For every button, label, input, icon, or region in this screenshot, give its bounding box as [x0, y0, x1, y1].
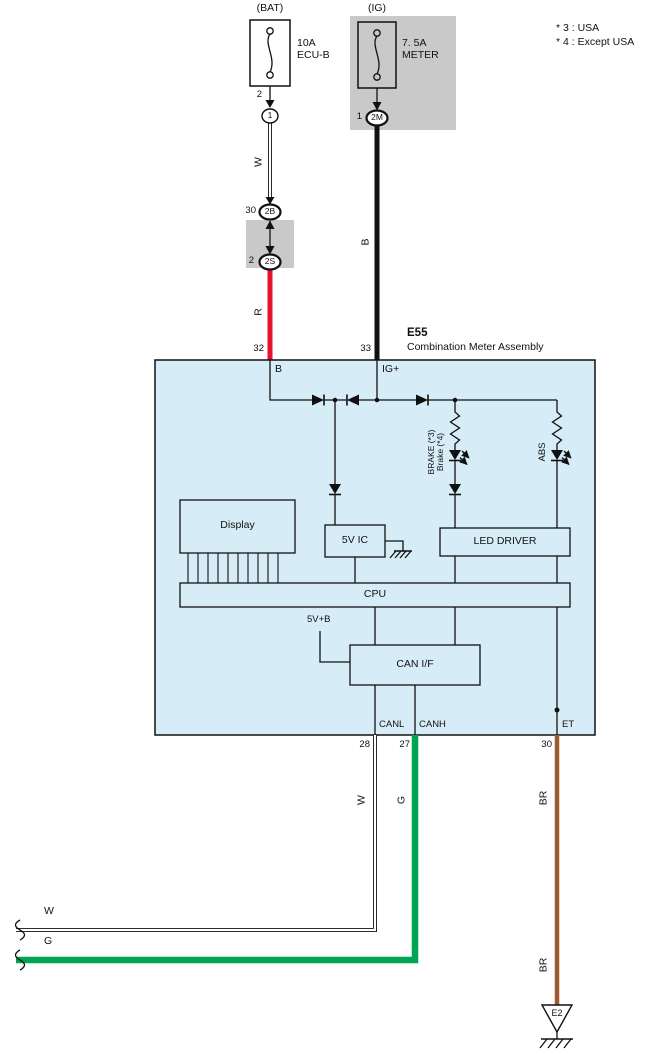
display-comb: [187, 553, 279, 583]
led-driver-box: [439, 527, 571, 557]
connector-1-label: 1: [267, 110, 273, 120]
ground-symbol: [385, 540, 412, 559]
5vic-label: 5V IC: [341, 534, 369, 546]
connector-2m: [365, 109, 389, 127]
connector-1: [261, 108, 279, 124]
wire-color-br: BR: [537, 790, 550, 806]
et-label: ET: [562, 719, 575, 730]
5vb-label: 5V+B: [307, 614, 331, 625]
break-symbol-g: [14, 949, 26, 971]
wire-color-br-2: BR: [537, 957, 550, 973]
internal-connections: [319, 556, 558, 735]
brake-lamp-label-line2: Brake (*4): [435, 432, 445, 472]
ground-e2-label: E2: [551, 1008, 563, 1018]
wire-canl-w: [16, 735, 377, 932]
wire-color-w: W: [252, 157, 265, 167]
bat-fuse-symbol: [249, 19, 291, 108]
ig-fuse-rating: 7. 5A: [402, 37, 427, 49]
pin-30-label: 30: [245, 205, 256, 216]
wire-color-w-bottom: W: [355, 795, 368, 805]
brake-lamp-label: BRAKE (*3) Brake (*4): [426, 430, 445, 475]
g-branch-label: G: [44, 935, 53, 947]
diode-b: [312, 394, 325, 406]
abs-lamp-label: ABS: [537, 442, 548, 462]
cpu-label: CPU: [363, 588, 387, 600]
diode-ig: [346, 394, 359, 406]
connector-2s-label: 2S: [264, 256, 276, 266]
connector-2b-label: 2B: [264, 206, 276, 216]
bat-fuse-rating: 10A: [297, 37, 316, 49]
can-if-label: CAN I/F: [396, 658, 434, 670]
canl-label: CANL: [379, 719, 405, 730]
ground-e2: [539, 1004, 574, 1049]
pin-28-label: 28: [359, 739, 370, 750]
legend-usa: * 3 : USA: [556, 22, 600, 34]
wire-color-b: B: [359, 238, 372, 246]
pin-2-label: 2: [248, 255, 254, 266]
ig-fuse-symbol: [357, 21, 397, 111]
canh-label: CANH: [419, 719, 446, 730]
display-label: Display: [220, 519, 255, 531]
ig-title: (IG): [367, 2, 387, 14]
ig-fuse-name: METER: [402, 49, 439, 61]
pin-27-label: 27: [399, 739, 410, 750]
connector-2b: [258, 203, 282, 221]
bat-title: (BAT): [256, 2, 284, 14]
input-b-label: B: [275, 363, 283, 375]
led-driver-label: LED DRIVER: [473, 535, 537, 547]
bat-pin-2: 2: [256, 89, 262, 100]
connector-2m-label: 2M: [371, 112, 383, 122]
connector-2s: [258, 253, 282, 271]
junction-dot: [374, 397, 380, 403]
wire-color-r: R: [252, 308, 265, 316]
junction-arrows: [265, 220, 275, 255]
w-branch-label: W: [44, 905, 54, 917]
pin-33-label: 33: [360, 343, 371, 354]
pin-30-bottom-label: 30: [541, 739, 552, 750]
branch-5vic: [329, 400, 341, 525]
diode-led-branch: [416, 394, 429, 406]
legend-except-usa: * 4 : Except USA: [556, 36, 635, 48]
meter-name: Combination Meter Assembly: [407, 341, 544, 353]
wire-w-top: [265, 123, 275, 205]
can-if-box: [349, 644, 481, 686]
meter-code: E55: [407, 327, 428, 339]
5vic-box: [324, 524, 386, 558]
input-ig-label: IG+: [382, 363, 400, 375]
break-symbol-w: [14, 919, 26, 941]
display-box: [179, 499, 296, 554]
branch-abs-led: [551, 400, 572, 528]
cpu-box: [179, 582, 571, 608]
bat-fuse-name: ECU-B: [297, 49, 330, 61]
junction-dot: [554, 707, 560, 713]
wire-color-g-bottom: G: [395, 795, 408, 805]
branch-brake-led: [449, 400, 470, 528]
pin-32-label: 32: [253, 343, 264, 354]
wire-canh-g: [16, 735, 419, 964]
ig-gray-panel: [350, 16, 456, 130]
ig-pin-1: 1: [356, 111, 362, 122]
